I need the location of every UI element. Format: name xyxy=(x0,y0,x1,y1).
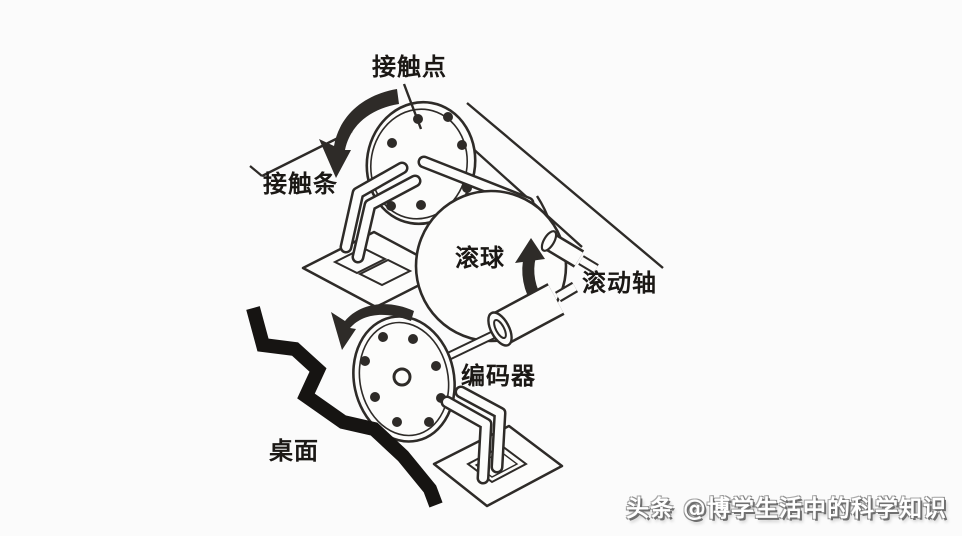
label-rolling-shaft: 滚动轴 xyxy=(582,269,657,297)
label-contact-strip: 接触条 xyxy=(263,170,338,198)
label-encoder: 编码器 xyxy=(461,362,536,390)
table-edge-zigzag-icon xyxy=(246,306,443,508)
label-ball: 滚球 xyxy=(455,244,505,272)
contact-strips-bottom-icon xyxy=(440,385,507,485)
roller-shaft-top-icon xyxy=(540,230,599,274)
roller-bottom-icon xyxy=(487,281,579,347)
label-contact-point: 接触点 xyxy=(372,53,447,81)
contact-point-leader-line xyxy=(402,83,423,130)
watermark-text: 头条 @博学生活中的科学知识 xyxy=(625,496,947,522)
rotation-arrow-top-icon xyxy=(319,89,399,178)
contact-strips-top-icon xyxy=(339,161,422,264)
label-desktop: 桌面 xyxy=(269,437,319,465)
encoder-disk-bottom-icon xyxy=(352,315,456,443)
rotation-arrow-bottom-icon xyxy=(331,304,414,350)
